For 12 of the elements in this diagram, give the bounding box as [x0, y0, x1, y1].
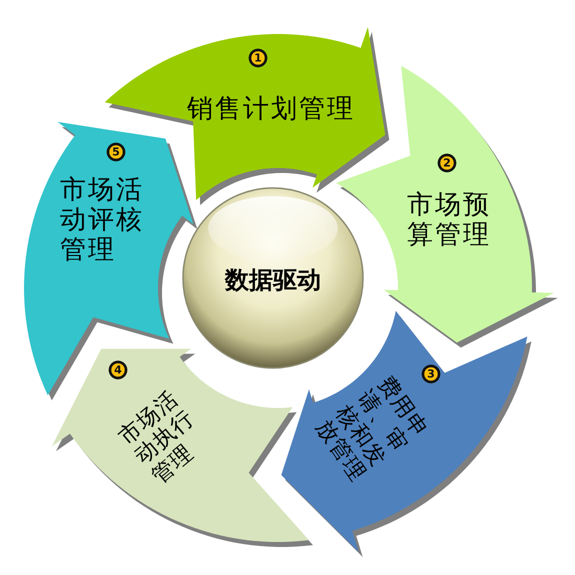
step-number: 3 [422, 364, 440, 384]
step-number: 4 [108, 360, 128, 380]
step-label: 市场活动执行管理 [114, 385, 201, 489]
step-number: 5 [106, 142, 126, 162]
hub-label: 数据驱动 [225, 265, 321, 296]
step-label: 市场预算管理 [407, 191, 492, 251]
step-number: 2 [438, 154, 456, 172]
step-number: 1 [248, 48, 268, 68]
step-label: 市场活动评核管理 [60, 176, 145, 266]
curved-arrow-segment [51, 348, 313, 547]
step-label: 销售计划管理 [187, 95, 355, 125]
hub-sphere [180, 185, 366, 371]
